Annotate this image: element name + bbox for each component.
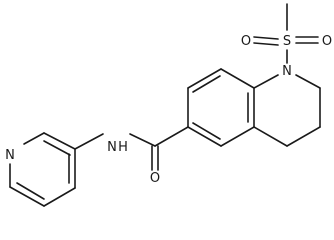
amide-hydrogen-label: H — [118, 140, 128, 155]
molecule-diagram: S O O N N H O N — [5, 3, 332, 207]
bond-carbonyl-nitrogen — [129, 133, 156, 147]
bond-n1-c2 — [295, 74, 321, 89]
bond-p6-p5 — [9, 186, 45, 207]
bond-c4-c4a — [253, 126, 288, 147]
bond-c8a-c8 — [220, 68, 255, 89]
bond-p5-p4 — [43, 187, 76, 207]
bond-ring-carbonyl — [154, 126, 189, 147]
bond-sulfur-oxygen-left-a — [253, 36, 279, 40]
bond-p3-p2-inner — [43, 140, 71, 156]
carbonyl-oxygen-label: O — [150, 171, 160, 186]
bond-c6-c5-inner — [192, 122, 221, 140]
bond-c8-c7-inner — [192, 75, 221, 93]
oxygen-label-right: O — [322, 34, 332, 49]
bond-p6-p5-inner — [16, 182, 45, 200]
bond-c3-c4 — [286, 126, 321, 147]
sulfur-label: S — [283, 34, 291, 49]
bond-c8-c7 — [187, 68, 222, 89]
pyridine-nitrogen-label: N — [5, 148, 15, 163]
structure-canvas: S O O N N H O N — [5, 3, 332, 207]
bond-p2-pn — [23, 132, 45, 145]
oxygen-label-left: O — [241, 34, 251, 49]
ring-nitrogen-label: N — [282, 64, 292, 79]
bond-c5-c4a — [220, 126, 255, 147]
bond-sulfur-oxygen-left-b — [253, 42, 279, 46]
bond-p3-p2 — [43, 132, 76, 150]
amide-nitrogen-label: N — [107, 140, 117, 155]
bond-c6-c5 — [187, 126, 222, 147]
bond-nitrogen-pyridine — [74, 133, 104, 150]
bond-c8a-n1 — [253, 74, 279, 89]
